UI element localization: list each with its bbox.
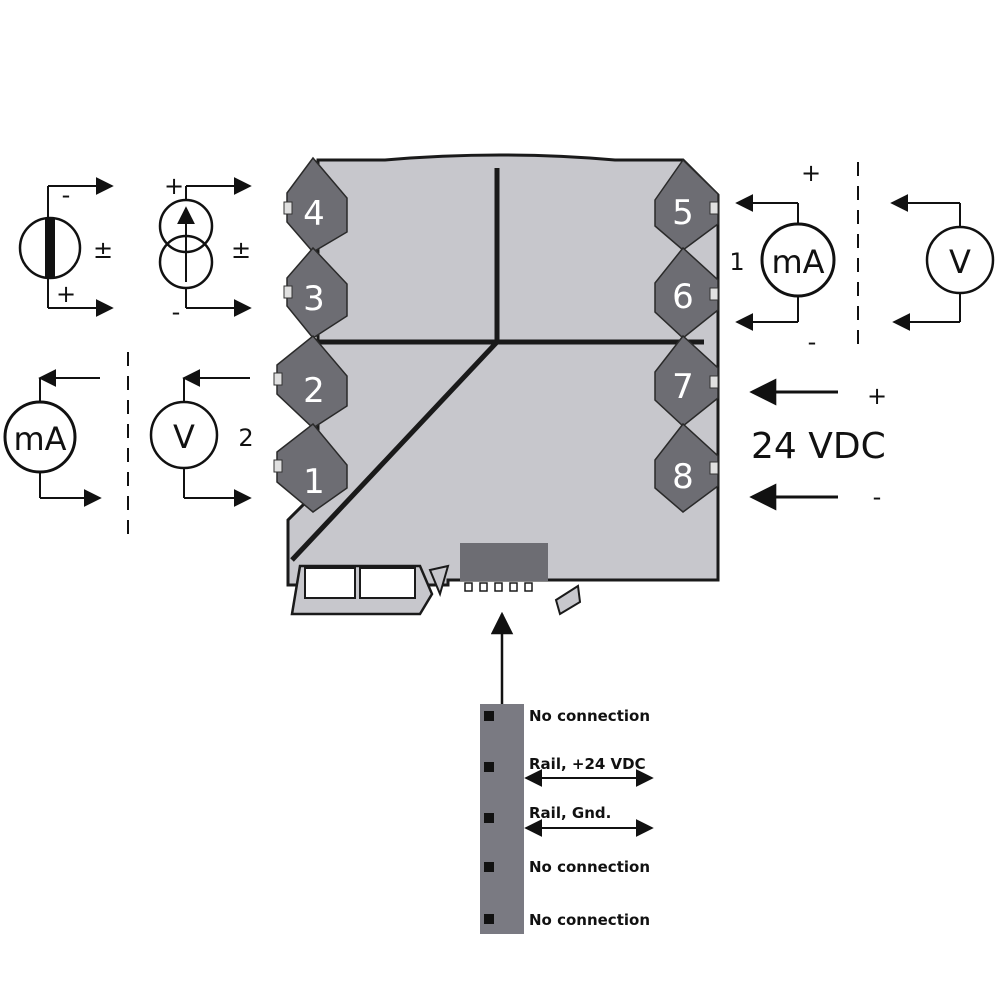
rail-pin-icon [484, 862, 494, 872]
terminal-1-label: 1 [303, 462, 325, 502]
plus-sign: + [56, 280, 76, 308]
minus-sign: - [808, 328, 817, 356]
supply-label: 24 VDC [751, 426, 886, 467]
meter-ma-label: mA [771, 243, 824, 281]
rail-pin-5-label: No connection [529, 911, 650, 929]
rail-pin-2-label: Rail, +24 VDC [529, 755, 646, 773]
rail-pin-3-label: Rail, Gnd. [529, 804, 611, 822]
divider-diagonal [290, 340, 499, 562]
rail-pin-icon [484, 813, 494, 823]
supply-minus: - [873, 483, 882, 511]
rail-pin-1-label: No connection [529, 707, 650, 725]
terminal-4[interactable]: 4 [283, 156, 348, 253]
meter-ma-label: mA [13, 420, 66, 458]
terminal-3-label: 3 [303, 279, 325, 319]
terminal-8-label: 8 [672, 457, 694, 497]
terminal-6-label: 6 [672, 277, 694, 317]
plus-sign: + [801, 159, 821, 187]
output-index-2: 2 [238, 424, 253, 452]
terminal-3[interactable]: 3 [283, 246, 348, 339]
current-source-input: - + ± [18, 177, 114, 317]
output-1-group: 1 mA + - V [729, 159, 995, 356]
output-2-group: mA V 2 [3, 352, 254, 538]
terminal-2[interactable]: 2 [273, 334, 348, 429]
terminal-2-label: 2 [303, 371, 325, 411]
rail-pin-icon [484, 711, 494, 721]
plus-minus-sign: ± [231, 236, 251, 264]
rail-pin-4-label: No connection [529, 858, 650, 876]
supply-plus: + [867, 382, 887, 410]
minus-sign: - [62, 181, 71, 209]
voltage-source-input: + - ± [158, 172, 252, 326]
bus-connector [460, 543, 548, 581]
meter-v-label: V [173, 418, 195, 456]
terminal-5-label: 5 [672, 193, 694, 233]
minus-sign: - [172, 298, 181, 326]
supply-group: + - 24 VDC [749, 378, 887, 511]
terminal-7[interactable]: 7 [654, 334, 719, 427]
terminal-5[interactable]: 5 [654, 158, 719, 251]
plus-sign: + [164, 172, 184, 200]
terminal-1[interactable]: 1 [273, 422, 348, 513]
rail-connector-detail: No connection Rail, +24 VDC Rail, Gnd. N… [480, 611, 654, 934]
plus-minus-sign: ± [93, 236, 113, 264]
terminal-6[interactable]: 6 [654, 246, 719, 339]
terminal-7-label: 7 [672, 367, 694, 407]
meter-v-label: V [949, 243, 971, 281]
output-index-1: 1 [729, 248, 744, 276]
module-housing [286, 153, 720, 616]
rail-pin-icon [484, 762, 494, 772]
terminal-8[interactable]: 8 [654, 422, 719, 513]
rail-pin-icon [484, 914, 494, 924]
terminal-4-label: 4 [303, 194, 325, 234]
